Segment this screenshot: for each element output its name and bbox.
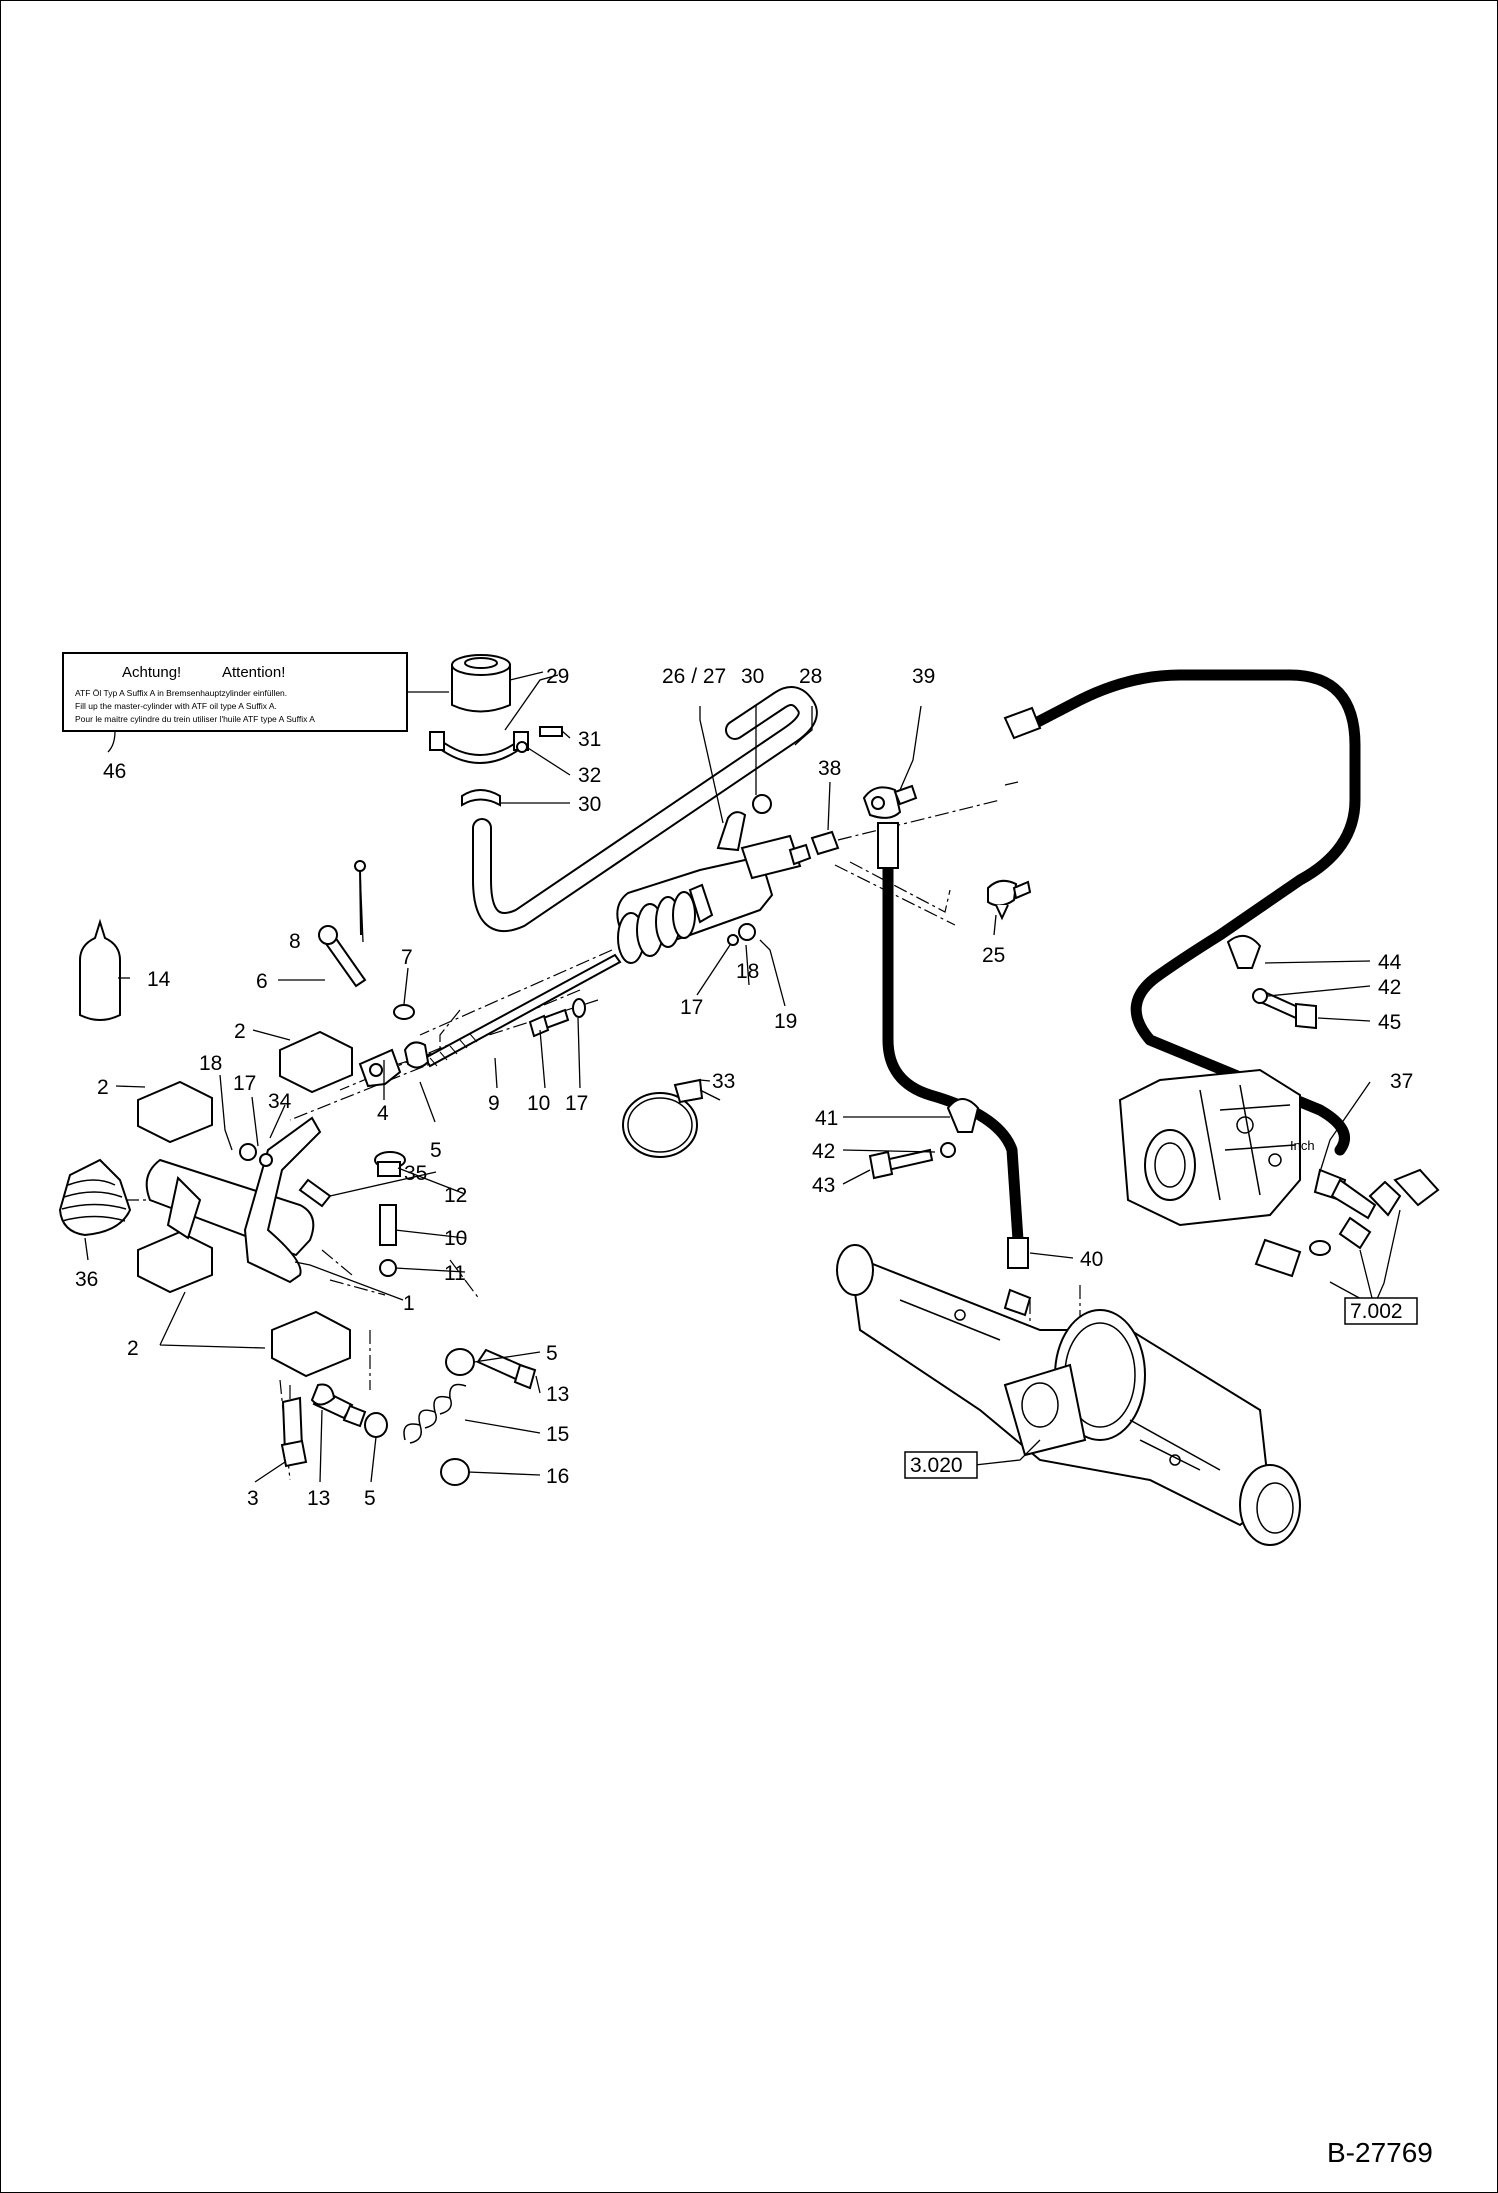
callout-36: 36 bbox=[75, 1268, 98, 1291]
callout-2-upper: 2 bbox=[234, 1020, 246, 1043]
callout-46: 46 bbox=[103, 760, 126, 783]
pump-marking: Inch bbox=[1290, 1138, 1315, 1153]
callout-7: 7 bbox=[401, 946, 413, 969]
callout-16: 16 bbox=[546, 1465, 569, 1488]
callout-5-right: 5 bbox=[546, 1342, 558, 1365]
ref-box-7002 bbox=[1344, 1297, 1418, 1325]
callout-37: 37 bbox=[1390, 1070, 1413, 1093]
callout-15: 15 bbox=[546, 1423, 569, 1446]
callout-17-right: 17 bbox=[680, 996, 703, 1019]
callout-10-upper: 10 bbox=[527, 1092, 550, 1115]
warning-label: Achtung! Attention! ATF Öl Typ A Suffix … bbox=[62, 652, 449, 753]
assembly-line-lower bbox=[289, 1285, 1081, 1430]
callout-32: 32 bbox=[578, 764, 601, 787]
callout-29: 29 bbox=[546, 665, 569, 688]
callout-labels: 46 29 31 32 30 26 / 27 30 28 39 38 25 8 … bbox=[75, 665, 1413, 1510]
assembly-line-mid bbox=[289, 949, 613, 1121]
callout-40: 40 bbox=[1080, 1248, 1103, 1271]
callout-5-bottom: 5 bbox=[364, 1487, 376, 1510]
callout-18-left: 18 bbox=[199, 1052, 222, 1075]
drawing-number: B-27769 bbox=[1327, 2137, 1433, 2168]
leader-46 bbox=[107, 691, 449, 753]
hydraulic-pump: Inch bbox=[1118, 1068, 1440, 1278]
ref-box-3020 bbox=[904, 1451, 978, 1479]
callout-41: 41 bbox=[815, 1107, 838, 1130]
callout-18-right: 18 bbox=[736, 960, 759, 983]
warning-title-de: Achtung! bbox=[122, 664, 181, 681]
callout-25: 25 bbox=[982, 944, 1005, 967]
callout-13-bottom: 13 bbox=[307, 1487, 330, 1510]
callout-2-lower: 2 bbox=[127, 1337, 139, 1360]
reservoir-assembly bbox=[429, 654, 818, 932]
callout-3: 3 bbox=[247, 1487, 259, 1510]
callout-19: 19 bbox=[774, 1010, 797, 1033]
warning-line-de: ATF Öl Typ A Suffix A in Bremsenhauptzyl… bbox=[75, 688, 287, 698]
ref-3020: 3.020 bbox=[910, 1454, 963, 1477]
callout-31: 31 bbox=[578, 728, 601, 751]
callout-5-upper: 5 bbox=[430, 1139, 442, 1162]
callout-30-hose: 30 bbox=[741, 665, 764, 688]
callout-2-mid: 2 bbox=[97, 1076, 109, 1099]
callout-4: 4 bbox=[377, 1102, 389, 1125]
callout-28: 28 bbox=[799, 665, 822, 688]
drive-axle bbox=[836, 1244, 1301, 1546]
callout-1: 1 bbox=[403, 1292, 415, 1315]
tee-fitting bbox=[862, 784, 1032, 921]
callout-38: 38 bbox=[818, 757, 841, 780]
assembly-line-right bbox=[834, 781, 1019, 926]
ref-7002: 7.002 bbox=[1350, 1300, 1403, 1323]
warning-line-en: Fill up the master-cylinder with ATF oil… bbox=[75, 701, 277, 711]
callout-39: 39 bbox=[912, 665, 935, 688]
callout-42-upper: 42 bbox=[1378, 976, 1401, 999]
master-cylinder bbox=[616, 794, 840, 964]
callout-30-reservoir: 30 bbox=[578, 793, 601, 816]
callout-43: 43 bbox=[812, 1174, 835, 1197]
brake-hoses bbox=[868, 669, 1361, 1269]
warning-line-fr: Pour le maitre cylindre du trein utilise… bbox=[75, 714, 315, 724]
callout-10-lower: 10 bbox=[444, 1227, 467, 1250]
callout-33: 33 bbox=[712, 1070, 735, 1093]
callout-17-left: 17 bbox=[233, 1072, 256, 1095]
callout-6: 6 bbox=[256, 970, 268, 993]
callout-9: 9 bbox=[488, 1092, 500, 1115]
callout-35: 35 bbox=[404, 1162, 427, 1185]
callout-42-lower: 42 bbox=[812, 1140, 835, 1163]
hose-clamp bbox=[622, 1078, 721, 1158]
callout-44: 44 bbox=[1378, 951, 1402, 974]
callout-13-right: 13 bbox=[546, 1383, 569, 1406]
callout-12: 12 bbox=[444, 1184, 467, 1207]
callout-45: 45 bbox=[1378, 1011, 1401, 1034]
callout-17-mid: 17 bbox=[565, 1092, 588, 1115]
callout-8: 8 bbox=[289, 930, 301, 953]
callout-34: 34 bbox=[268, 1090, 292, 1113]
warning-title-en: Attention! bbox=[222, 664, 285, 681]
pedal-linkage bbox=[58, 860, 622, 1378]
callout-26-27: 26 / 27 bbox=[662, 665, 726, 688]
callout-14: 14 bbox=[147, 968, 171, 991]
callout-11: 11 bbox=[444, 1262, 466, 1285]
